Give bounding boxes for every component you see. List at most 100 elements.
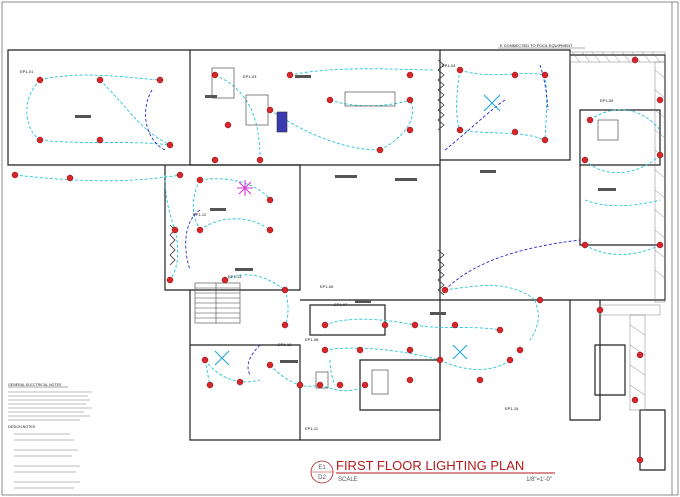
recessed-light-icon — [361, 381, 369, 389]
recessed-light-icon — [656, 151, 664, 159]
recessed-light-icon — [406, 126, 414, 134]
recessed-light-icon — [221, 276, 229, 284]
recessed-light-icon — [224, 121, 232, 129]
circuit-tag-ep1-13: EP1-13 — [228, 274, 242, 279]
circuit-tag-ep1-15: EP1-15 — [505, 406, 519, 411]
pool-equipment-note: E CONNECTED TO POOL EQUIPMENT — [500, 43, 573, 48]
recessed-light-icon — [166, 141, 174, 149]
recessed-light-icon — [596, 306, 604, 314]
recessed-light-icon — [541, 136, 549, 144]
circuit-tag-ep1-12: EP1-12 — [193, 212, 207, 217]
recessed-light-icon — [656, 241, 664, 249]
recessed-light-icon — [196, 226, 204, 234]
scale-value: 1/8"=1'-0" — [526, 477, 552, 483]
recessed-light-icon — [516, 346, 524, 354]
recessed-light-icon — [456, 126, 464, 134]
recessed-light-icon — [631, 396, 639, 404]
recessed-light-icon — [316, 381, 324, 389]
design-notes-heading: DESIGN NOTES — [8, 425, 36, 429]
recessed-light-icon — [506, 356, 514, 364]
ceiling-fan-icon — [237, 180, 253, 196]
recessed-light-icon — [206, 381, 214, 389]
recessed-light-icon — [171, 226, 179, 234]
stairs — [194, 282, 241, 324]
recessed-light-icon — [541, 71, 549, 79]
recessed-light-icon — [96, 76, 104, 84]
recessed-light-icon — [11, 171, 19, 179]
recessed-light-icon — [631, 56, 639, 64]
recessed-light-icon — [496, 326, 504, 334]
recessed-light-icon — [266, 226, 274, 234]
circuit-tag-ep1-11: EP1-11 — [305, 426, 319, 431]
recessed-light-icon — [511, 71, 519, 79]
recessed-light-icon — [336, 381, 344, 389]
recessed-light-icon — [66, 174, 74, 182]
general-notes-heading: GENERAL ELECTRICAL NOTES — [8, 383, 62, 387]
recessed-light-icon — [266, 106, 274, 114]
circuits — [14, 68, 661, 392]
recessed-light-icon — [236, 378, 244, 386]
recessed-light-icon — [156, 76, 164, 84]
linear-fixtures — [75, 75, 616, 363]
ceiling-fans — [214, 94, 501, 366]
homeruns — [145, 64, 581, 376]
circuit-tag-ep1-08: EP1-08 — [305, 337, 319, 342]
sheet-number: D2 — [318, 475, 326, 481]
recessed-light-icon — [36, 76, 44, 84]
recessed-light-icon — [281, 321, 289, 329]
circuit-tags: EP1-01 EP1-03 EP1-04 EP1-05 EP1-06 EP1-0… — [20, 63, 614, 431]
recessed-light-icon — [411, 321, 419, 329]
recessed-light-icon — [196, 176, 204, 184]
recessed-light-icon — [436, 356, 444, 364]
recessed-light-icon — [356, 346, 364, 354]
plan-title: FIRST FLOOR LIGHTING PLAN — [336, 458, 524, 473]
recessed-light-icon — [176, 171, 184, 179]
ceiling-fan-icon — [483, 94, 501, 112]
light-fixtures — [11, 56, 664, 464]
recessed-light-icon — [406, 376, 414, 384]
recessed-light-icon — [406, 71, 414, 79]
recessed-light-icon — [406, 96, 414, 104]
recessed-light-icon — [511, 128, 519, 136]
recessed-light-icon — [451, 321, 459, 329]
recessed-light-icon — [636, 456, 644, 464]
ceiling-fan-icon — [452, 344, 468, 360]
recessed-light-icon — [281, 286, 289, 294]
circuit-tag-ep1-05: EP1-05 — [600, 98, 614, 103]
circuit-tag-ep1-10: EP1-10 — [278, 342, 292, 347]
hatched-walls — [569, 51, 666, 411]
recessed-light-icon — [256, 156, 264, 164]
ceiling-fan-icon — [214, 350, 230, 366]
recessed-light-icon — [321, 321, 329, 329]
title-block: E1 D2 FIRST FLOOR LIGHTING PLAN SCALE 1/… — [310, 458, 555, 484]
recessed-light-icon — [266, 361, 274, 369]
scale-label: SCALE — [338, 477, 358, 483]
recessed-light-icon — [36, 136, 44, 144]
recessed-light-icon — [581, 156, 589, 164]
recessed-light-icon — [656, 96, 664, 104]
recessed-light-icon — [581, 241, 589, 249]
recessed-light-icon — [636, 351, 644, 359]
recessed-light-icon — [286, 71, 294, 79]
recessed-light-icon — [406, 346, 414, 354]
recessed-light-icon — [296, 381, 304, 389]
circuit-tag-ep1-04: EP1-04 — [442, 63, 456, 68]
recessed-light-icon — [321, 346, 329, 354]
walls — [7, 49, 666, 471]
recessed-light-icon — [166, 276, 174, 284]
recessed-light-icon — [441, 286, 449, 294]
recessed-light-icon — [586, 116, 594, 124]
recessed-light-icon — [536, 296, 544, 304]
recessed-light-icon — [376, 146, 384, 154]
recessed-light-icon — [381, 321, 389, 329]
general-notes-block: GENERAL ELECTRICAL NOTES DESIGN NOTES — [8, 383, 92, 489]
recessed-light-icon — [476, 376, 484, 384]
recessed-light-icon — [456, 66, 464, 74]
recessed-light-icon — [211, 156, 219, 164]
circuit-tag-ep1-01: EP1-01 — [20, 69, 34, 74]
circuit-tag-ep1-03: EP1-03 — [243, 74, 257, 79]
circuit-tag-ep1-06: EP1-06 — [320, 284, 334, 289]
recessed-light-icon — [96, 136, 104, 144]
